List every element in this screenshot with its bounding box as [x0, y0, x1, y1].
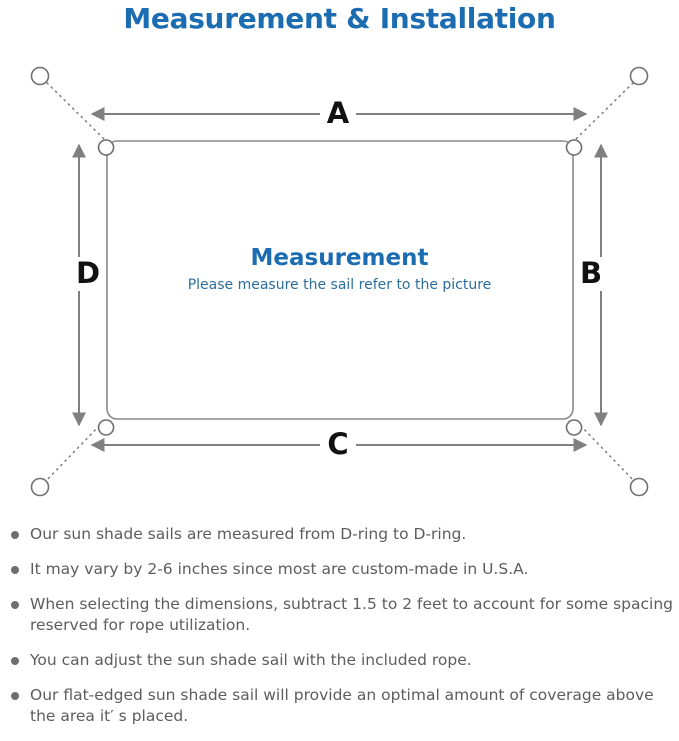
- measurement-diagram: Measurement Please measure the sail refe…: [0, 45, 679, 520]
- diagram-svg: [30, 66, 649, 497]
- note-text: It may vary by 2-6 inches since most are…: [30, 560, 529, 578]
- anchor-point-bottom-left: [30, 477, 50, 497]
- diagram-center-subtitle: Please measure the sail refer to the pic…: [187, 277, 492, 293]
- dimension-label-a: A: [320, 97, 356, 129]
- dimension-label-b: B: [576, 257, 606, 289]
- anchor-point-top-right: [629, 66, 649, 86]
- bullet-icon: [11, 692, 19, 700]
- bullet-icon: [11, 657, 19, 665]
- bullet-icon: [11, 601, 19, 609]
- note-text: Our flat-edged sun shade sail will provi…: [30, 686, 654, 725]
- d-ring-bottom-left: [97, 419, 115, 436]
- list-item: It may vary by 2-6 inches since most are…: [0, 559, 679, 580]
- rope-bottom-right: [575, 420, 639, 486]
- page-title: Measurement & Installation: [123, 2, 556, 35]
- list-item: When selecting the dimensions, subtract …: [0, 594, 679, 636]
- note-text: When selecting the dimensions, subtract …: [30, 595, 674, 634]
- rope-bottom-left: [41, 420, 105, 486]
- anchor-point-bottom-right: [629, 477, 649, 497]
- bullet-icon: [11, 566, 19, 574]
- note-text: Our sun shade sails are measured from D-…: [30, 525, 467, 543]
- diagram-center-title: Measurement: [250, 245, 429, 271]
- note-text: You can adjust the sun shade sail with t…: [30, 651, 472, 669]
- dimension-label-c: C: [320, 428, 356, 460]
- anchor-point-top-left: [30, 66, 50, 86]
- d-ring-bottom-right: [565, 419, 583, 436]
- notes-list: Our sun shade sails are measured from D-…: [0, 524, 679, 741]
- list-item: Our flat-edged sun shade sail will provi…: [0, 685, 679, 727]
- rope-top-right: [575, 77, 639, 140]
- d-ring-top-right: [565, 139, 583, 156]
- bullet-icon: [11, 531, 19, 539]
- dimension-label-d: D: [72, 257, 104, 289]
- rope-top-left: [41, 77, 105, 140]
- sail-rectangle: [106, 140, 574, 420]
- d-ring-top-left: [97, 139, 115, 156]
- list-item: You can adjust the sun shade sail with t…: [0, 650, 679, 671]
- list-item: Our sun shade sails are measured from D-…: [0, 524, 679, 545]
